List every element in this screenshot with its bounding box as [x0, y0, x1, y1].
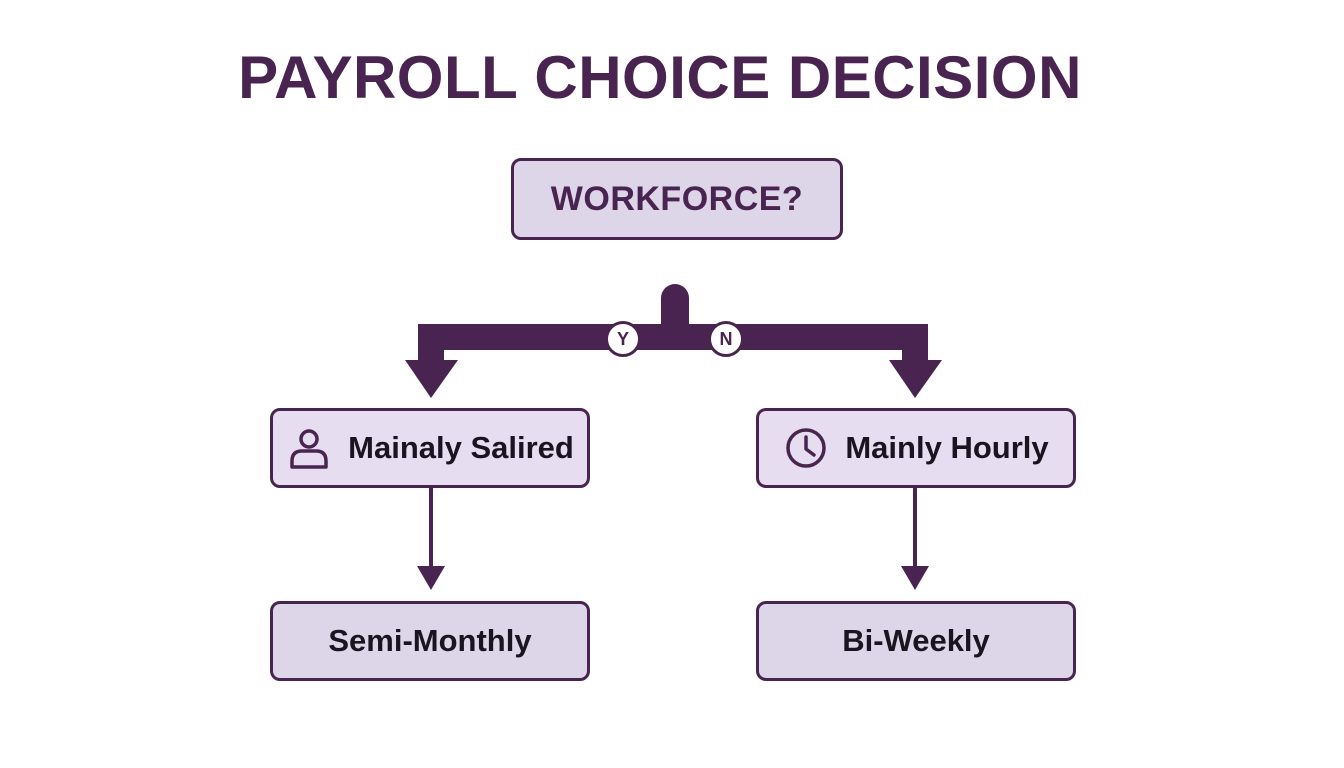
split-bar — [418, 324, 928, 350]
semi-monthly-label: Semi-Monthly — [328, 623, 532, 658]
hourly-to-biweekly-arrowhead — [901, 566, 929, 590]
diagram-title: PAYROLL CHOICE DECISION — [238, 44, 1082, 111]
no-branch-badge: N — [708, 321, 744, 357]
salaried-to-semi-arrowhead — [417, 566, 445, 590]
salaried-node: Mainaly Salired — [270, 408, 590, 488]
left-arrowhead — [405, 360, 458, 398]
hourly-node: Mainly Hourly — [756, 408, 1076, 488]
yes-branch-badge: Y — [605, 321, 641, 357]
bi-weekly-label: Bi-Weekly — [842, 623, 990, 658]
hourly-node-label: Mainly Hourly — [845, 430, 1049, 465]
right-drop — [902, 324, 928, 372]
bi-weekly-result: Bi-Weekly — [756, 601, 1076, 681]
decision-node: WORKFORCE? — [511, 158, 843, 240]
salaried-node-label: Mainaly Salired — [348, 430, 574, 465]
decision-label: WORKFORCE? — [550, 179, 804, 218]
right-arrowhead — [889, 360, 942, 398]
clock-icon — [783, 425, 829, 471]
decision-stem — [661, 284, 689, 350]
left-drop — [418, 324, 444, 372]
person-icon — [286, 425, 332, 471]
semi-monthly-result: Semi-Monthly — [270, 601, 590, 681]
